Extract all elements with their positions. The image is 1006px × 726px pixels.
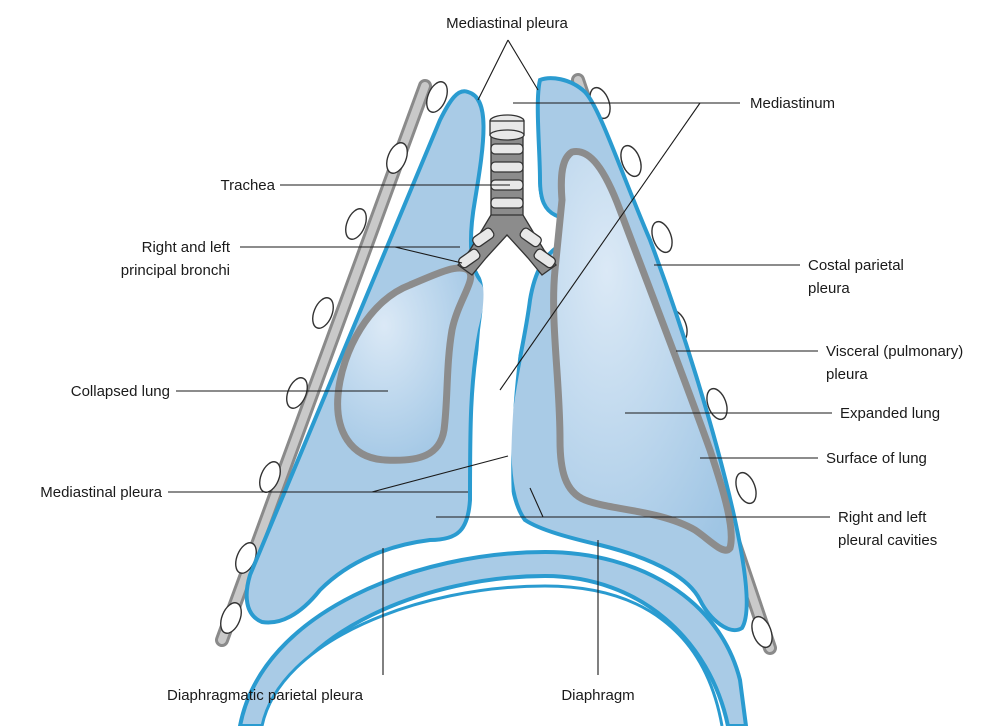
- label-costal-line2: pleura: [808, 280, 850, 297]
- label-bronchi-line1: Right and left: [142, 239, 231, 256]
- label-mediastinum: Mediastinum: [750, 95, 835, 112]
- trachea: [490, 115, 524, 218]
- label-cavities-line1: Right and left: [838, 509, 927, 526]
- label-collapsed-lung: Collapsed lung: [71, 383, 170, 400]
- label-expanded-lung: Expanded lung: [840, 405, 940, 422]
- label-trachea: Trachea: [221, 177, 276, 194]
- label-mediastinal-pleura-top: Mediastinal pleura: [446, 15, 568, 32]
- label-bronchi-line2: principal bronchi: [121, 262, 230, 279]
- label-cavities-line2: pleural cavities: [838, 532, 937, 549]
- label-diaphragmatic-parietal-pleura: Diaphragmatic parietal pleura: [167, 687, 364, 704]
- label-surface-of-lung: Surface of lung: [826, 450, 927, 467]
- label-costal-line1: Costal parietal: [808, 257, 904, 274]
- label-visceral-line2: pleura: [826, 366, 868, 383]
- label-visceral-line1: Visceral (pulmonary): [826, 343, 963, 360]
- label-mediastinal-pleura-left: Mediastinal pleura: [40, 484, 162, 501]
- label-diaphragm: Diaphragm: [561, 687, 634, 704]
